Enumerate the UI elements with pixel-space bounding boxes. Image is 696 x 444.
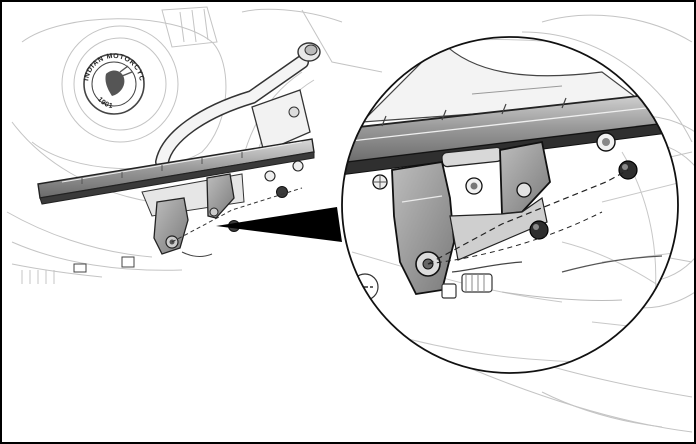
callout-wedge (216, 207, 342, 242)
exhaust-pipe (155, 42, 321, 169)
footboard-assembly (37, 89, 315, 273)
detail-magnifier (341, 36, 679, 374)
